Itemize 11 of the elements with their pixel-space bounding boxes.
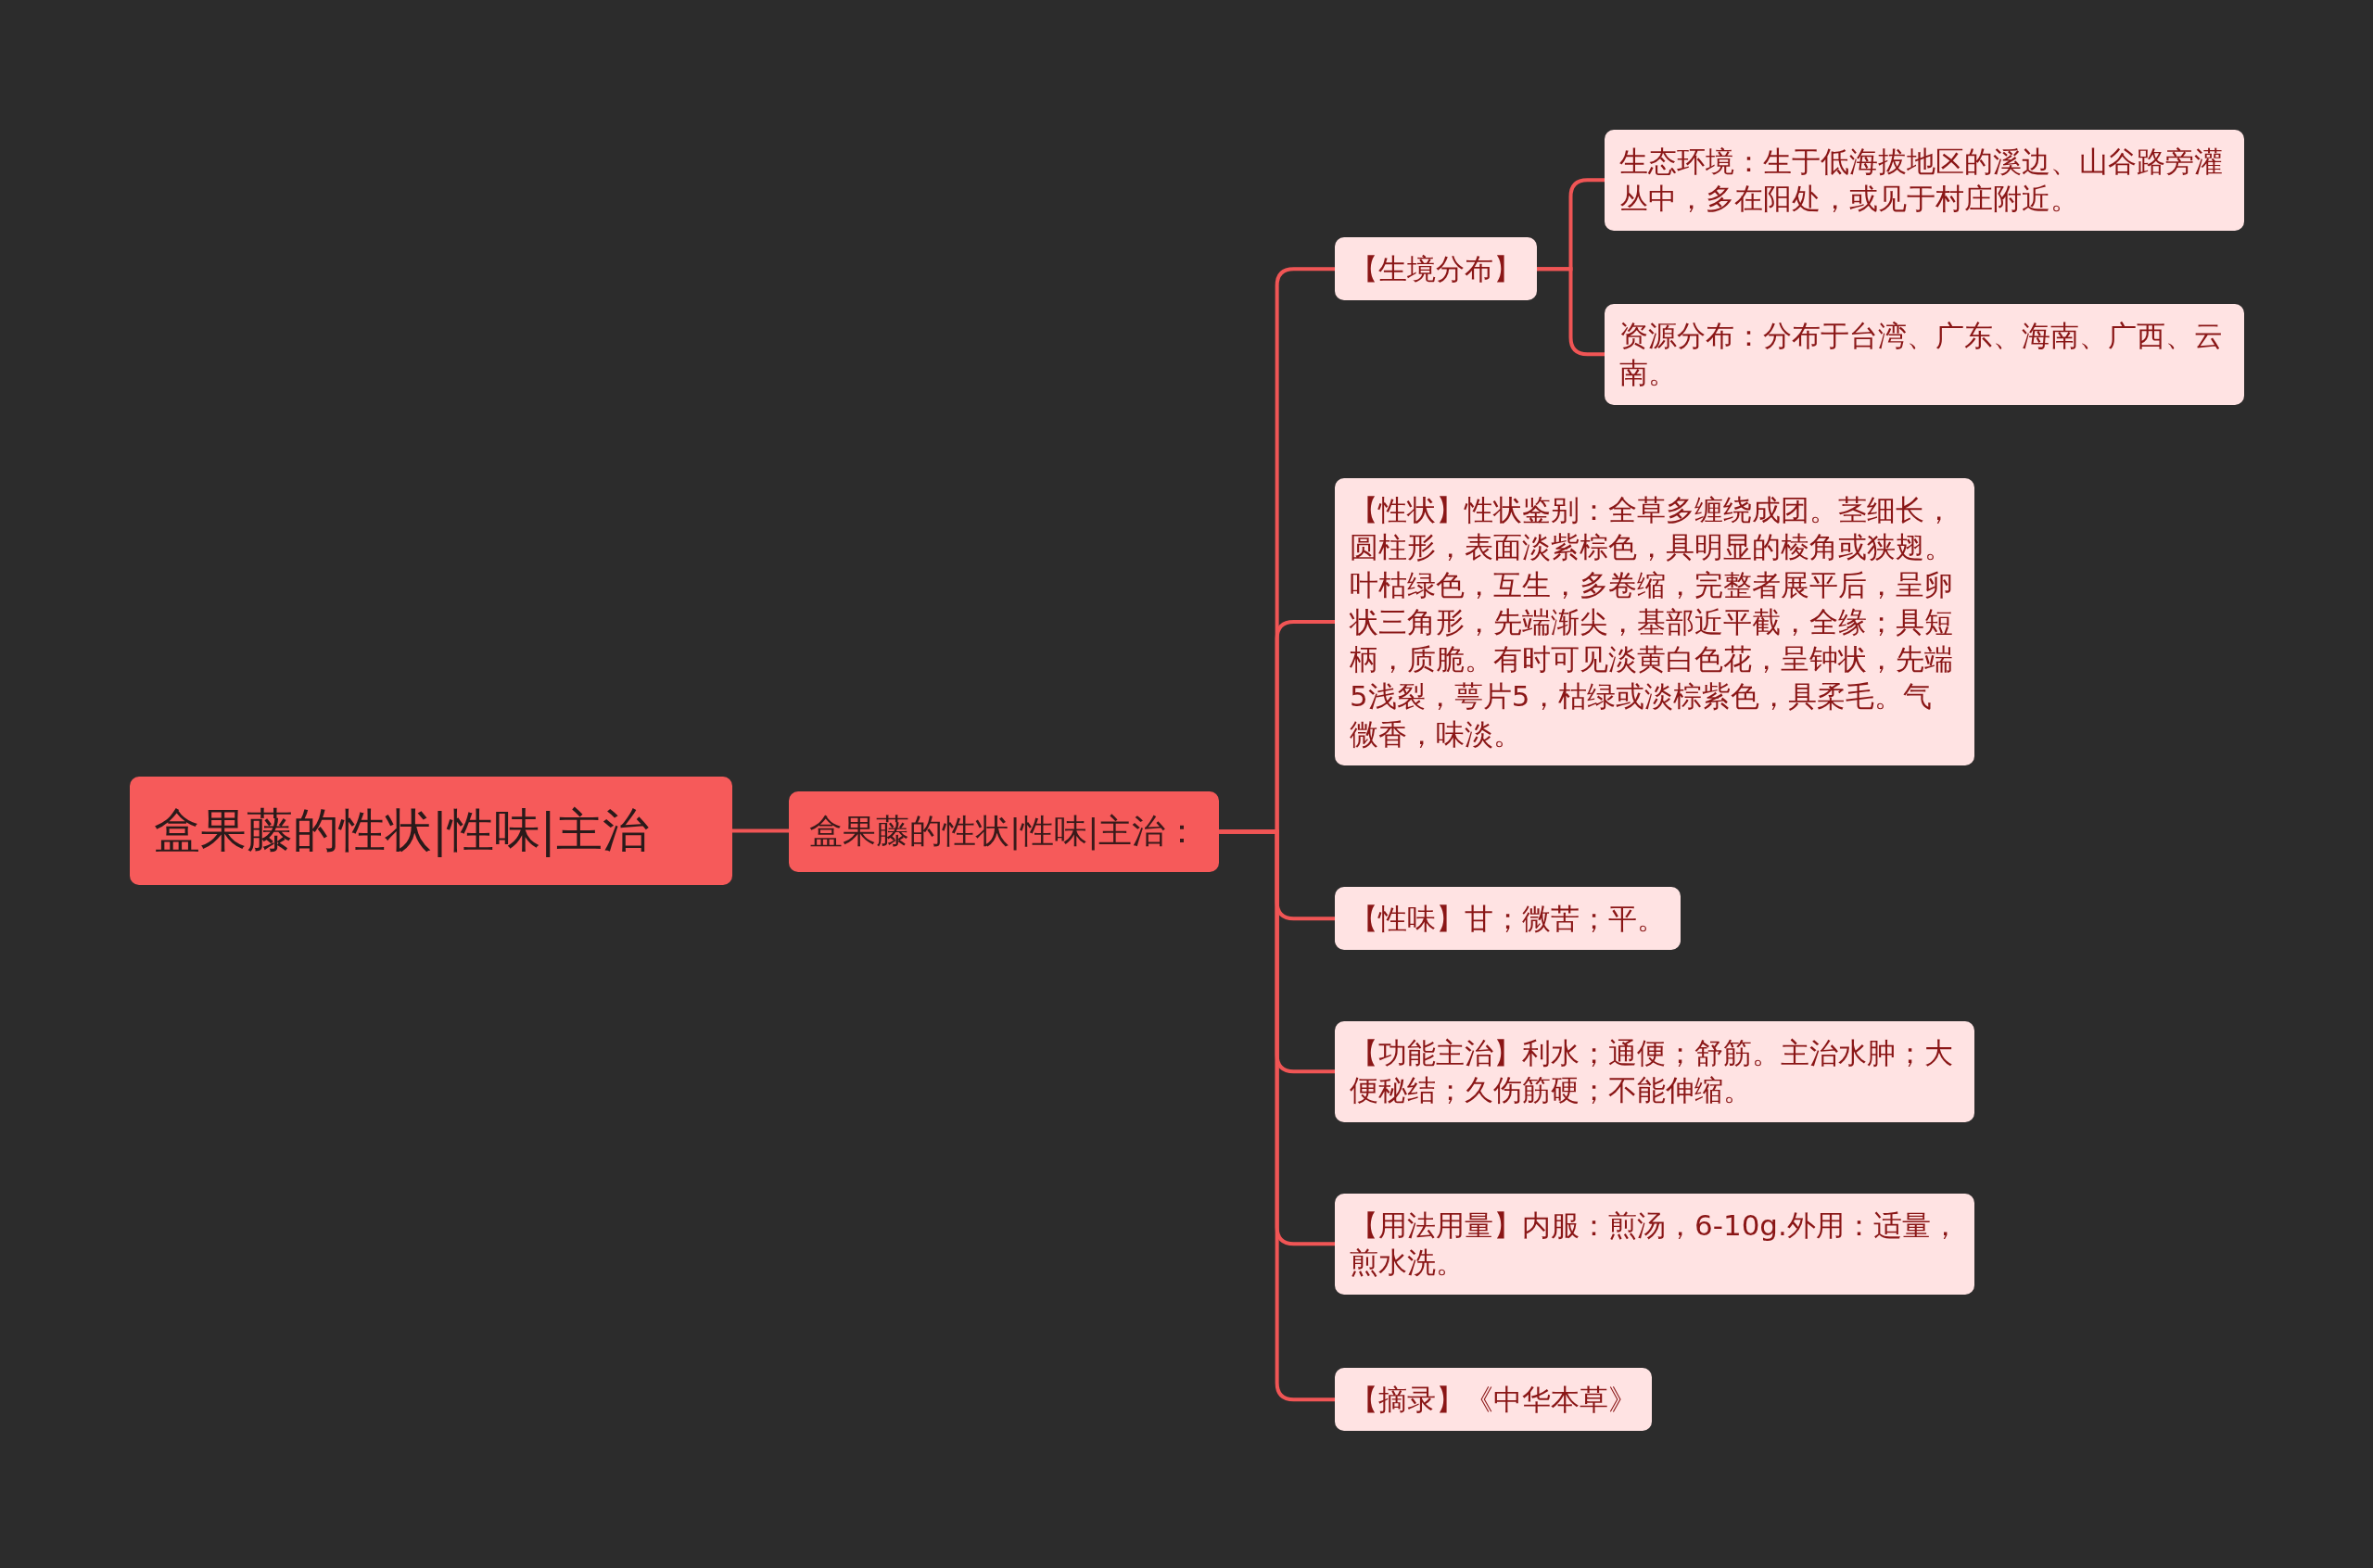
- subtopic-box: 资源分布：分布于台湾、广东、海南、广西、云南。: [1605, 304, 2244, 405]
- subtopic-box: 【功能主治】利水；通便；舒筋。主治水肿；大便秘结；久伤筋硬；不能伸缩。: [1335, 1021, 1974, 1122]
- main-topic-box: 盒果藤的性状|性味|主治：: [789, 791, 1220, 872]
- subtopic-box: 【性味】甘；微苦；平。: [1335, 887, 1681, 951]
- subtopic-box: 【用法用量】内服：煎汤，6-10g.外用：适量，煎水洗。: [1335, 1194, 1974, 1295]
- connector-line: [732, 828, 789, 833]
- subtopic-box: 【性状】性状鉴别：全草多缠绕成团。茎细长，圆柱形，表面淡紫棕色，具明显的棱角或狭翅。叶枯绿色，互生，多卷缩，完整者展平后，呈卵状三角形，先端渐尖，基部近平截，全缘；具短柄，质脆。有时可见淡黄白色花，呈钟状，先端5浅裂，萼片5，枯绿或淡棕紫色，具柔毛。气微香，味淡。: [1335, 478, 1974, 766]
- root-topic-box: 盒果藤的性状|性味|主治: [130, 777, 732, 885]
- subtopic-box: 【摘录】《中华本草》: [1335, 1368, 1652, 1432]
- subtopic-box: 【生境分布】: [1335, 237, 1537, 301]
- subtopic-box: 生态环境：生于低海拔地区的溪边、山谷路旁灌丛中，多在阳处，或见于村庄附近。: [1605, 130, 2244, 231]
